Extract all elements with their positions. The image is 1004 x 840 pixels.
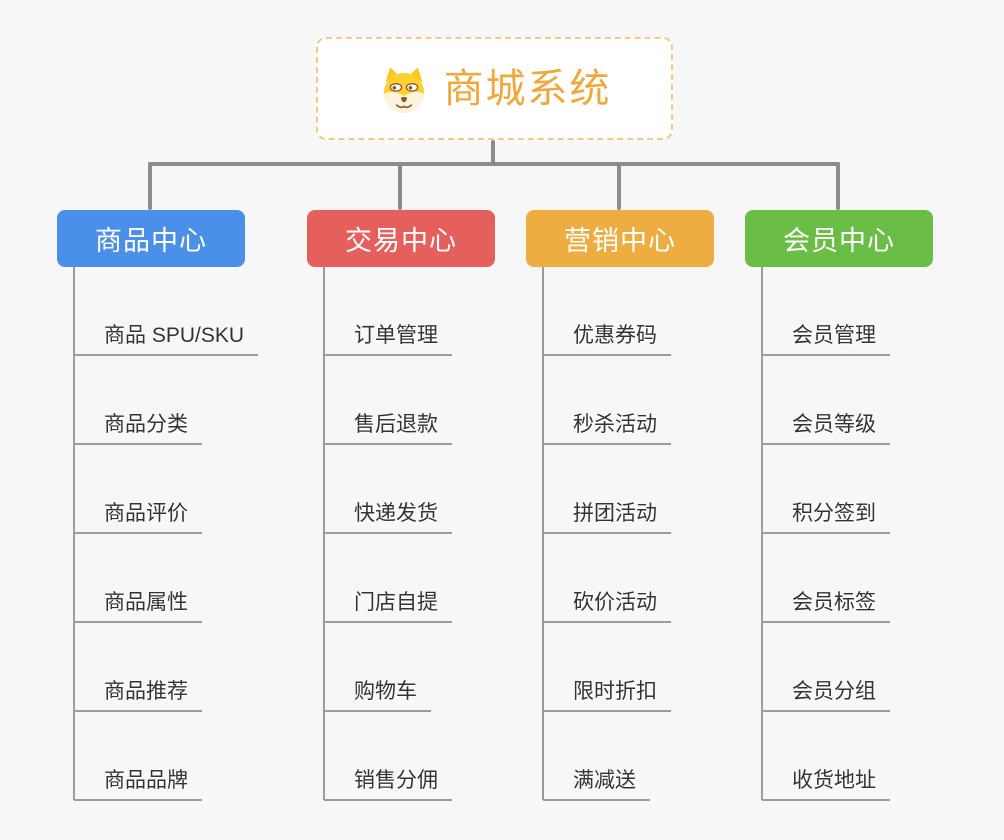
leaf-item[interactable]: 积分签到	[762, 445, 890, 534]
leaf-item[interactable]: 商品品牌	[74, 712, 202, 801]
leaf-item[interactable]: 商品属性	[74, 534, 202, 623]
leaf-item[interactable]: 会员分组	[762, 623, 890, 712]
leaf-item[interactable]: 商品推荐	[74, 623, 202, 712]
branch-leaves: 会员管理会员等级积分签到会员标签会员分组收货地址	[762, 267, 890, 801]
leaf-item[interactable]: 限时折扣	[543, 623, 671, 712]
connector-drop-line	[617, 162, 621, 210]
leaf-item[interactable]: 优惠券码	[543, 267, 671, 356]
branch-leaves: 订单管理售后退款快递发货门店自提购物车销售分佣	[324, 267, 452, 801]
leaf-item[interactable]: 秒杀活动	[543, 356, 671, 445]
leaf-item[interactable]: 门店自提	[324, 534, 452, 623]
leaf-item[interactable]: 砍价活动	[543, 534, 671, 623]
leaf-item[interactable]: 快递发货	[324, 445, 452, 534]
leaf-item[interactable]: 订单管理	[324, 267, 452, 356]
branch-header[interactable]: 交易中心	[307, 210, 495, 267]
branch-header[interactable]: 会员中心	[745, 210, 933, 267]
root-title: 商城系统	[443, 66, 612, 111]
branch-member-center: 会员中心 会员管理会员等级积分签到会员标签会员分组收货地址	[745, 210, 933, 801]
leaf-item[interactable]: 购物车	[324, 623, 431, 712]
leaf-item[interactable]: 商品评价	[74, 445, 202, 534]
leaf-item[interactable]: 商品 SPU/SKU	[74, 267, 259, 356]
branch-marketing-center: 营销中心 优惠券码秒杀活动拼团活动砍价活动限时折扣满减送	[526, 210, 714, 801]
connector-drop-line	[148, 162, 152, 210]
connector-drop-line	[836, 162, 840, 210]
leaf-item[interactable]: 商品分类	[74, 356, 202, 445]
leaf-item[interactable]: 会员标签	[762, 534, 890, 623]
connector-horizontal-bar	[148, 162, 840, 166]
connector-drop-line	[398, 162, 402, 210]
branch-trade-center: 交易中心 订单管理售后退款快递发货门店自提购物车销售分佣	[307, 210, 495, 801]
leaf-item[interactable]: 售后退款	[324, 356, 452, 445]
doge-icon	[383, 66, 424, 113]
root-node[interactable]: 商城系统	[316, 37, 673, 140]
leaf-item[interactable]: 会员等级	[762, 356, 890, 445]
leaf-item[interactable]: 收货地址	[762, 712, 890, 801]
leaf-item[interactable]: 会员管理	[762, 267, 890, 356]
leaf-item[interactable]: 销售分佣	[324, 712, 452, 801]
branch-header[interactable]: 营销中心	[526, 210, 714, 267]
leaf-item[interactable]: 满减送	[543, 712, 650, 801]
branch-leaves: 优惠券码秒杀活动拼团活动砍价活动限时折扣满减送	[543, 267, 671, 801]
branch-header[interactable]: 商品中心	[57, 210, 245, 267]
connector-root-stem	[491, 140, 495, 164]
leaf-item[interactable]: 拼团活动	[543, 445, 671, 534]
